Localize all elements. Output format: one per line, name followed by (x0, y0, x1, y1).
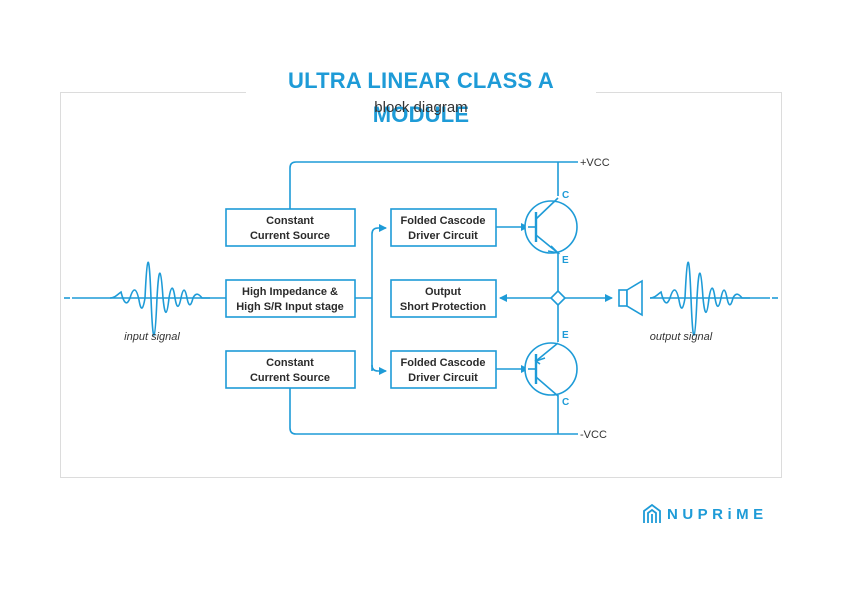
constant-current-source-bottom-box (225, 350, 356, 389)
top-emitter-label: E (562, 255, 569, 266)
bottom-emitter-label: E (562, 330, 569, 341)
page-subtitle: block diagram (374, 99, 468, 116)
input-waveform (109, 261, 210, 336)
vcc-positive-label: +VCC (580, 157, 610, 169)
constant-current-source-top-box (225, 208, 356, 247)
ccs-bottom-line1: Constant (266, 357, 314, 369)
bottom-collector-label: C (562, 397, 569, 408)
brand-mark-icon (643, 504, 661, 523)
vcc-negative-rail (289, 385, 578, 435)
transistor-top-icon (524, 197, 578, 255)
transistor-bottom-icon (524, 342, 578, 397)
protection-line2: Short Protection (400, 301, 486, 313)
output-node (549, 289, 567, 307)
driver-top-line2: Driver Circuit (408, 230, 478, 242)
output-waveform (649, 261, 750, 336)
driver-bottom-line2: Driver Circuit (408, 372, 478, 384)
input-stage-box (225, 279, 356, 318)
driver-bottom-line1: Folded Cascode (401, 357, 486, 369)
ccs-top-line1: Constant (266, 215, 314, 227)
short-protection-box (390, 279, 497, 318)
speaker-icon (618, 279, 643, 317)
top-collector-label: C (562, 190, 569, 201)
brand-name: NUPRiME (667, 505, 768, 523)
ccs-top-line2: Current Source (250, 230, 330, 242)
driver-circuit-bottom-box (390, 350, 497, 389)
ccs-bottom-line2: Current Source (250, 372, 330, 384)
input-stage-line2: High S/R Input stage (236, 301, 344, 313)
input-signal-label: input signal (124, 331, 180, 343)
driver-circuit-top-box (390, 208, 497, 247)
driver-top-line1: Folded Cascode (401, 215, 486, 227)
page-title: ULTRA LINEAR CLASS A MODULE (246, 64, 596, 127)
vcc-negative-label: -VCC (580, 429, 607, 441)
brand-logo: NUPRiME (643, 503, 768, 525)
vcc-positive-rail (289, 161, 578, 209)
protection-line1: Output (425, 286, 461, 298)
input-stage-line1: High Impedance & (242, 286, 338, 298)
output-signal-label: output signal (650, 331, 713, 343)
